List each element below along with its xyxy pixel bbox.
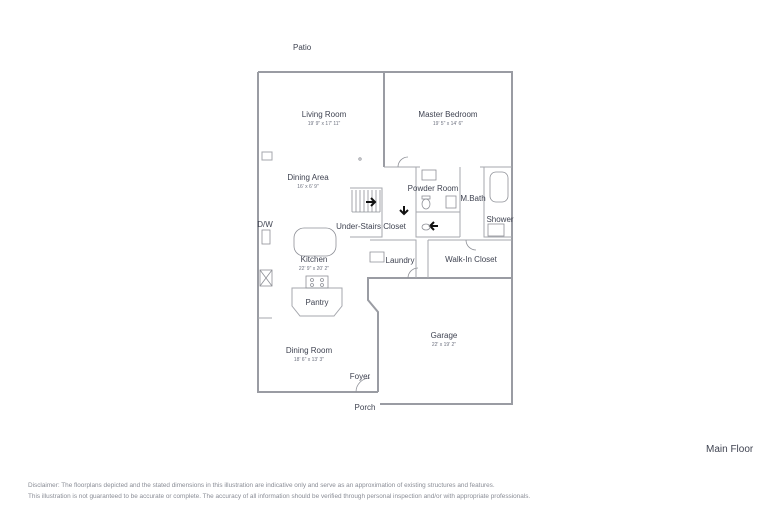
dim-garage: 22' x 19' 2" (432, 342, 456, 348)
bathtub-icon (489, 171, 509, 203)
label-dw: D/W (257, 220, 273, 229)
toilet-icon (421, 198, 431, 210)
floor-name: Main Floor (706, 444, 754, 455)
stove-icon (305, 275, 329, 289)
label-under-stairs-closet: Under-Stairs Closet (336, 222, 407, 231)
exterior-walls (257, 71, 513, 405)
label-foyer: Foyer (350, 372, 371, 381)
stair-arrow-left-icon (428, 221, 438, 231)
dim-kitchen: 22' 9" x 20' 2" (299, 266, 329, 272)
label-kitchen: Kitchen (301, 255, 328, 264)
label-shower: Shower (486, 215, 513, 224)
interior-walls (258, 151, 512, 319)
fixtures (259, 157, 509, 289)
room-labels: Patio Living Room 19' 9" x 17' 11" Maste… (257, 43, 514, 412)
vanity-sink-icon-2 (445, 195, 457, 209)
vanity-sink-icon (421, 169, 437, 181)
dim-dining-area: 16' x 6' 9" (297, 184, 319, 190)
doors (355, 156, 477, 393)
staircase (351, 190, 438, 231)
stair-arrow-icon (366, 197, 377, 207)
dim-master-bedroom: 19' 5" x 14' 6" (433, 121, 463, 127)
label-porch: Porch (355, 403, 376, 412)
label-m-bath: M.Bath (460, 194, 485, 203)
washer-icon (369, 251, 385, 263)
label-laundry: Laundry (386, 256, 415, 265)
shower-icon (487, 223, 505, 237)
fridge-icon (259, 269, 273, 287)
disclaimer-line-1: Disclaimer: The floorplans depicted and … (28, 482, 495, 489)
label-garage: Garage (431, 331, 458, 340)
label-powder-room: Powder Room (408, 184, 459, 193)
label-master-bedroom: Master Bedroom (418, 110, 477, 119)
stair-arrow-down-icon (399, 206, 409, 216)
label-pantry: Pantry (305, 298, 328, 307)
sink-icon (261, 229, 271, 245)
label-dining-room: Dining Room (286, 346, 333, 355)
label-walk-in-closet: Walk-In Closet (445, 255, 497, 264)
dim-living-room: 19' 9" x 17' 11" (308, 121, 341, 127)
dim-dining-room: 18' 6" x 13' 3" (294, 357, 324, 363)
disclaimer-line-2: This illustration is not guaranteed to b… (28, 493, 531, 500)
kitchen-island (293, 227, 337, 257)
label-dining-area: Dining Area (287, 173, 329, 182)
label-living-room: Living Room (302, 110, 347, 119)
toilet-icon-2 (421, 223, 431, 231)
label-patio: Patio (293, 43, 312, 52)
